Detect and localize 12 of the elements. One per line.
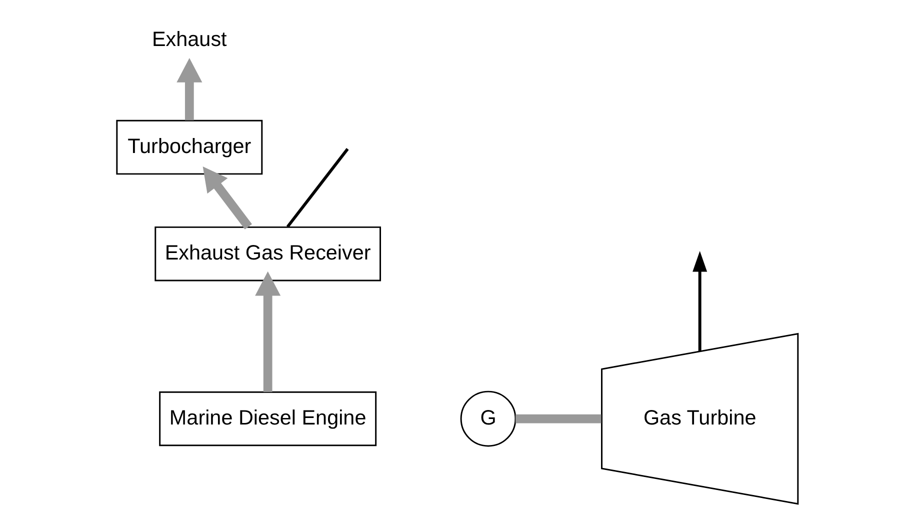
arrow <box>692 250 708 351</box>
node-box: Turbocharger <box>116 120 263 175</box>
node-box: Marine Diesel Engine <box>159 391 377 446</box>
node-text: Exhaust <box>152 28 227 52</box>
arrow <box>255 271 281 392</box>
node-circle: G <box>460 390 516 447</box>
arrow <box>176 58 202 120</box>
connector <box>516 414 602 424</box>
node-box: Gas Turbine <box>601 332 799 505</box>
node-box: Exhaust Gas Receiver <box>154 226 381 282</box>
arrow <box>202 166 252 230</box>
connector <box>286 148 349 228</box>
